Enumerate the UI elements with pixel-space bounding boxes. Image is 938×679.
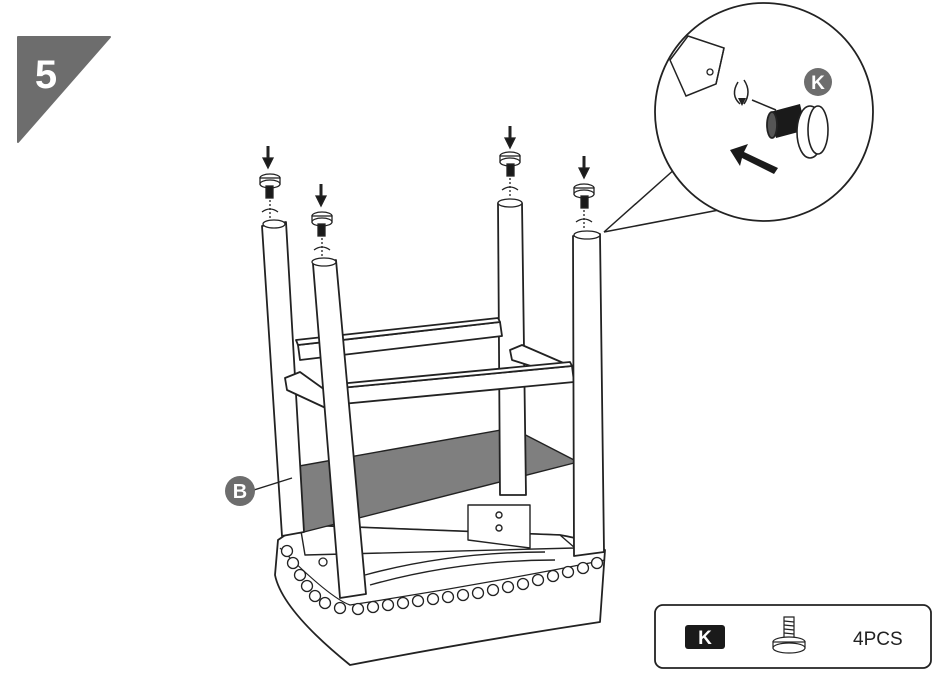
leveling-feet — [259, 126, 595, 256]
parts-quantity: 4PCS — [853, 629, 903, 650]
foot-back-right — [499, 126, 521, 196]
nailhead-trim — [280, 543, 604, 616]
leg-front-right — [572, 233, 605, 557]
leveling-foot-icon — [772, 616, 806, 654]
parts-box-part-label: K — [698, 628, 712, 649]
part-k-tag — [685, 625, 725, 649]
callout-k: K — [804, 68, 832, 96]
step-number: 5 — [35, 53, 57, 97]
foot-front-left — [311, 184, 333, 256]
step-badge: 5 — [17, 36, 111, 143]
foot-back-left — [259, 146, 281, 218]
parts-box: K 4PCS — [654, 604, 932, 669]
stool-upside-down — [261, 198, 606, 666]
callout-k-label: K — [811, 73, 825, 94]
push-arrow — [730, 144, 778, 174]
foot-front-right — [573, 156, 595, 228]
callout-b: B — [225, 476, 293, 506]
callout-b-label: B — [233, 481, 247, 503]
foot-k-detail — [766, 104, 829, 159]
detail-magnifier — [603, 2, 874, 233]
corner-bracket — [467, 504, 531, 549]
